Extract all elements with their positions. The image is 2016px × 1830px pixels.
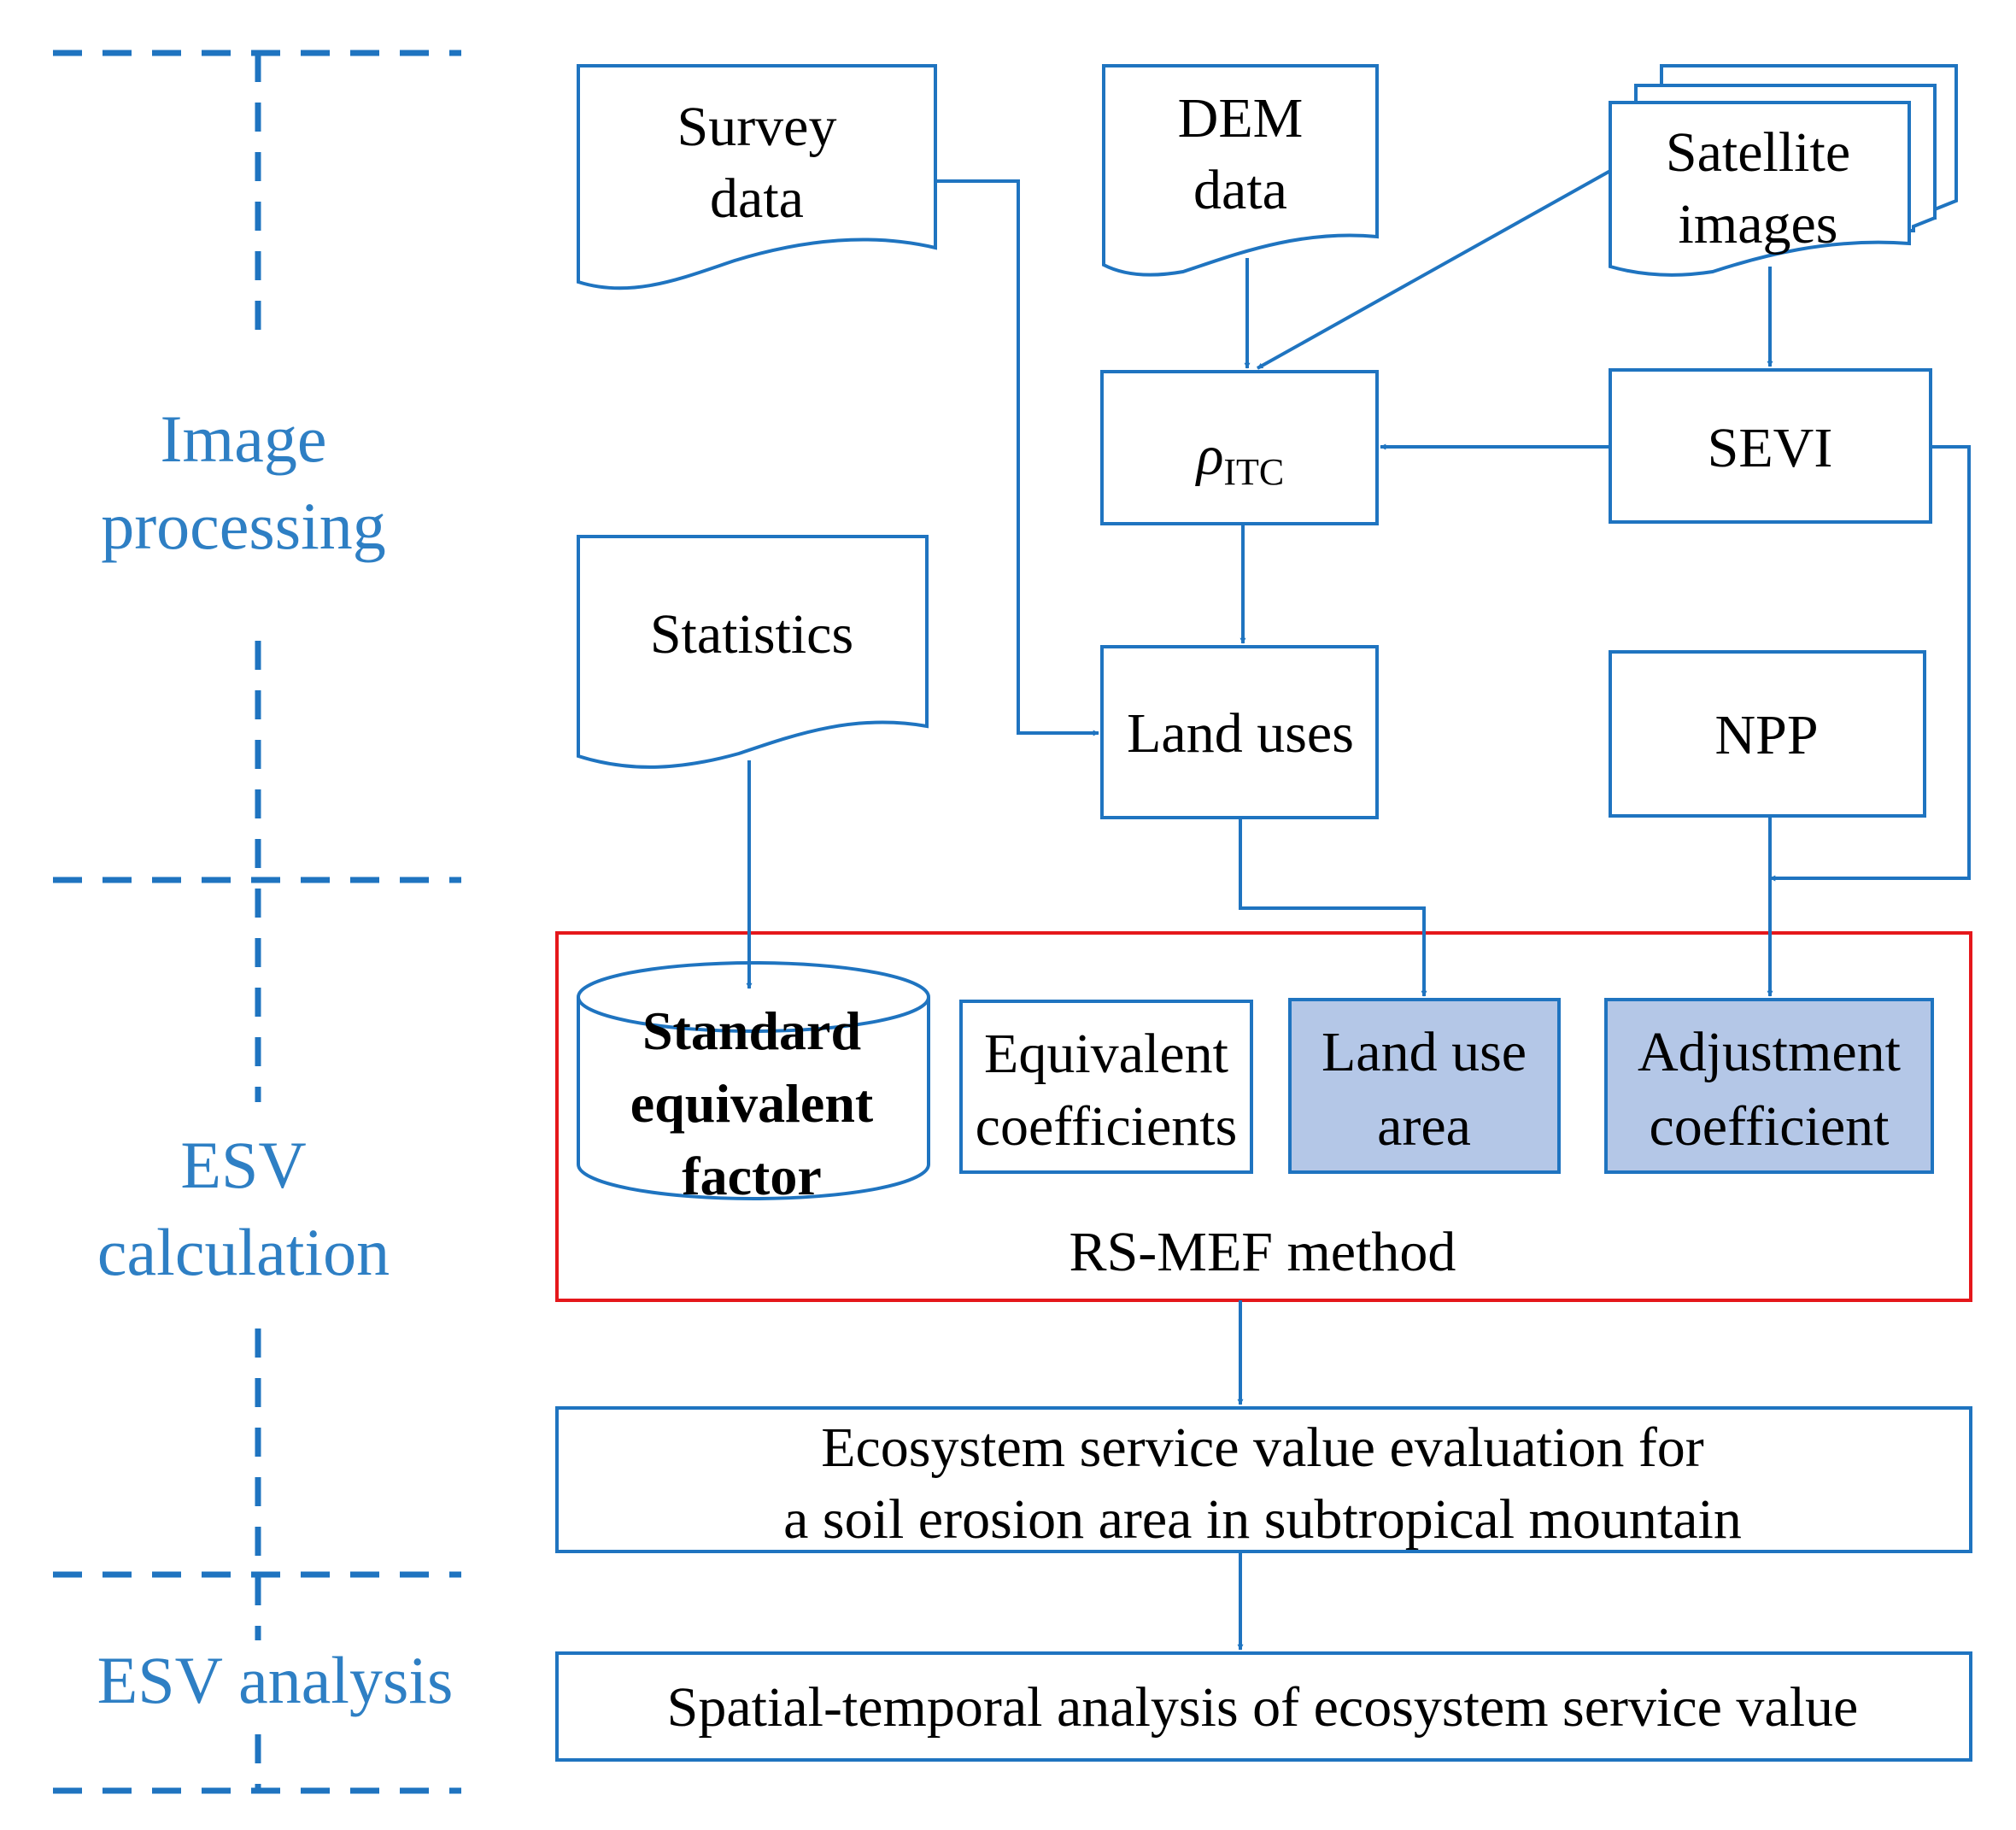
stage-image-processing-line2: processing — [101, 489, 386, 563]
stage-esv-calculation-line2: calculation — [97, 1215, 390, 1289]
rho-subscript: ITC — [1223, 451, 1284, 493]
dem-data-line2: data — [1193, 159, 1287, 221]
land-use-area-line2: area — [1377, 1095, 1471, 1158]
evaluation-output-box: Ecosystem service value evaluation for a… — [555, 1406, 1972, 1553]
evaluation-line1: Ecosystem service value evaluation for — [821, 1416, 1704, 1479]
arrow-satellite-to-rho — [1257, 169, 1611, 370]
evaluation-line2: a soil erosion area in subtropical mount… — [783, 1488, 1742, 1551]
analysis-output-box: Spatial-temporal analysis of ecosystem s… — [555, 1651, 1972, 1762]
arrow-landuses-to-area — [1239, 818, 1427, 997]
rs-mef-method-label: RS-MEF method — [1070, 1221, 1456, 1283]
survey-data-line1: Survey — [677, 96, 837, 158]
adjustment-coefficient-line1: Adjustment — [1638, 1021, 1901, 1083]
sevi-box: SEVI — [1609, 368, 1932, 524]
satellite-images-multidocument: Satellite images — [1609, 64, 1958, 277]
survey-data-line2: data — [710, 167, 804, 230]
land-use-area-box: Land use area — [1288, 998, 1561, 1174]
survey-data-document: Survey data — [577, 64, 937, 290]
npp-label: NPP — [1714, 704, 1818, 766]
statistics-document: Statistics — [577, 535, 929, 769]
standard-equivalent-factor-line3: factor — [682, 1146, 821, 1206]
land-use-area-line1: Land use — [1322, 1021, 1527, 1083]
sevi-label: SEVI — [1708, 417, 1833, 479]
stage-labels: Image processing ESV calculation ESV ana… — [97, 402, 454, 1717]
statistics-label: Statistics — [650, 603, 853, 666]
connectors — [746, 169, 1971, 1651]
dem-data-document: DEM data — [1102, 64, 1379, 277]
npp-box: NPP — [1609, 650, 1926, 818]
stage-esv-analysis: ESV analysis — [97, 1643, 454, 1717]
standard-equivalent-factor-cylinder: Standard equivalent factor — [577, 961, 930, 1206]
land-uses-box: Land uses — [1100, 645, 1379, 819]
equivalent-coefficients-line2: coefficients — [976, 1095, 1238, 1158]
rho-itc-box: ρITC — [1100, 370, 1379, 525]
stage-dividers — [53, 50, 461, 1794]
standard-equivalent-factor-line1: Standard — [642, 1000, 861, 1061]
arrow-sevi-to-adjustment — [1769, 445, 1971, 882]
arrow-survey-to-landuses — [935, 179, 1099, 736]
adjustment-coefficient-line2: coefficient — [1650, 1095, 1890, 1158]
land-uses-label: Land uses — [1127, 702, 1354, 765]
dem-data-line1: DEM — [1178, 87, 1304, 150]
analysis-label: Spatial-temporal analysis of ecosystem s… — [667, 1676, 1859, 1739]
equivalent-coefficients-line1: Equivalent — [984, 1023, 1228, 1085]
equivalent-coefficients-box: Equivalent coefficients — [959, 1000, 1253, 1174]
stage-esv-calculation-line1: ESV — [180, 1128, 306, 1202]
satellite-images-line2: images — [1679, 193, 1838, 255]
stage-image-processing-line1: Image — [161, 402, 327, 476]
rho-itc-label: ρITC — [1195, 425, 1285, 493]
rho-symbol: ρ — [1195, 425, 1224, 487]
satellite-images-line1: Satellite — [1666, 121, 1850, 184]
adjustment-coefficient-box: Adjustment coefficient — [1604, 998, 1934, 1174]
rs-mef-method-container: RS-MEF method — [555, 931, 1972, 1302]
standard-equivalent-factor-line2: equivalent — [630, 1073, 874, 1134]
